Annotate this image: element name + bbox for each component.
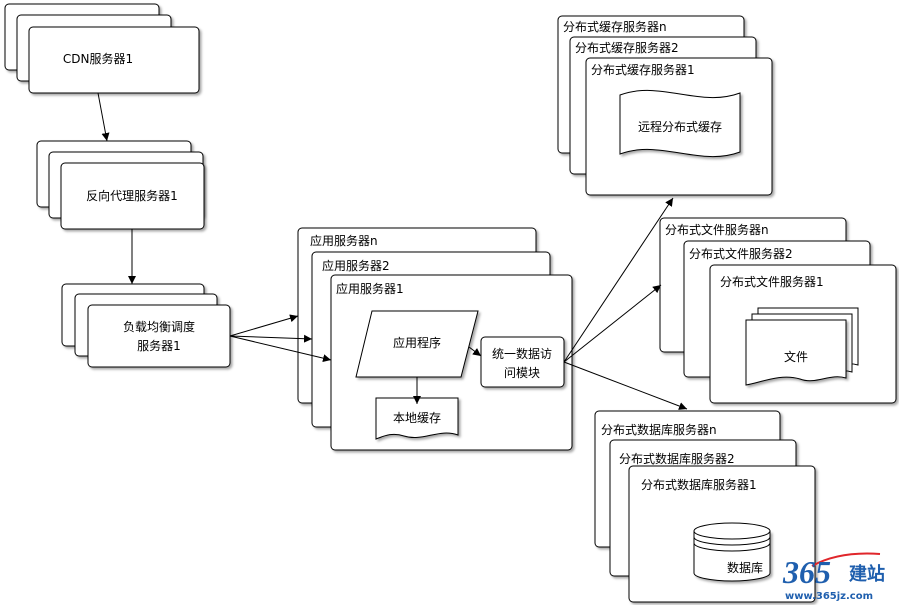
arrow-data-access-to-file	[563, 284, 662, 363]
watermark-swoosh	[811, 552, 881, 567]
database-cylinder-icon	[693, 522, 771, 582]
db-server-mid-label: 分布式数据库服务器2	[619, 451, 735, 466]
file-doc-front	[745, 319, 847, 386]
data-access-module-label-line1: 统一数据访	[492, 346, 552, 361]
cache-server-front-label: 分布式缓存服务器1	[591, 62, 695, 77]
db-server-front-label: 分布式数据库服务器1	[641, 477, 757, 492]
data-access-module-label-line2: 问模块	[504, 366, 540, 380]
load-balancer-label-line2: 服务器1	[137, 338, 181, 353]
file-server-front-label: 分布式文件服务器1	[720, 274, 824, 289]
app-program-shape	[355, 310, 479, 378]
file-server-back-label: 分布式文件服务器n	[665, 222, 769, 237]
database-label: 数据库	[727, 560, 763, 575]
watermark-url: www.365jz.com	[785, 591, 873, 602]
watermark-number: 365	[782, 554, 831, 590]
distributed-db-stack: 分布式数据库服务器n 分布式数据库服务器2 分布式数据库服务器1 数据库	[594, 410, 816, 603]
cdn-server-stack: CDN服务器1	[4, 3, 200, 94]
arrow-lb-to-app-1	[229, 335, 332, 363]
watermark-name: 建站	[849, 563, 885, 585]
local-cache-label: 本地缓存	[393, 411, 441, 425]
cache-server-back-label: 分布式缓存服务器n	[563, 19, 667, 34]
remote-cache-shape	[619, 89, 741, 158]
remote-cache-label: 远程分布式缓存	[638, 119, 722, 134]
distributed-file-stack: 分布式文件服务器n 分布式文件服务器2 分布式文件服务器1 文件	[659, 217, 897, 404]
db-server-back-label: 分布式数据库服务器n	[601, 422, 717, 437]
app-server-mid-label: 应用服务器2	[322, 258, 390, 273]
arrow-data-access-to-cache	[563, 197, 674, 363]
reverse-proxy-stack: 反向代理服务器1	[36, 140, 205, 230]
app-server-front-label: 应用服务器1	[336, 281, 404, 296]
reverse-proxy-label: 反向代理服务器1	[86, 188, 178, 203]
cdn-server-front	[28, 26, 200, 94]
load-balancer-stack: 负载均衡调度 服务器1	[61, 283, 231, 368]
load-balancer-label-line1: 负载均衡调度	[123, 319, 195, 334]
arrow-cdn-to-proxy	[97, 92, 110, 142]
cache-server-mid-label: 分布式缓存服务器2	[575, 40, 679, 55]
distributed-cache-stack: 分布式缓存服务器n 分布式缓存服务器2 分布式缓存服务器1 远程分布式缓存	[557, 15, 773, 196]
app-program-label: 应用程序	[393, 335, 441, 350]
connectors	[97, 92, 688, 410]
arrow-program-to-data-access	[468, 346, 482, 357]
load-balancer-front	[87, 304, 231, 368]
cdn-server-label: CDN服务器1	[63, 51, 133, 66]
app-server-stack: 应用服务器n 应用服务器2 应用服务器1 应用程序 本地缓存 统一数据访 问模块	[297, 227, 573, 451]
local-cache-shape	[375, 397, 459, 440]
arrow-lb-to-app-2	[229, 334, 313, 343]
arrow-data-access-to-db	[563, 361, 688, 410]
watermark-logo: 365 建站 www.365jz.com	[782, 552, 885, 602]
file-server-mid-label: 分布式文件服务器2	[689, 246, 793, 261]
arrow-lb-to-app-n	[229, 314, 299, 337]
file-doc-label: 文件	[784, 349, 808, 364]
app-server-back-label: 应用服务器n	[310, 233, 378, 248]
